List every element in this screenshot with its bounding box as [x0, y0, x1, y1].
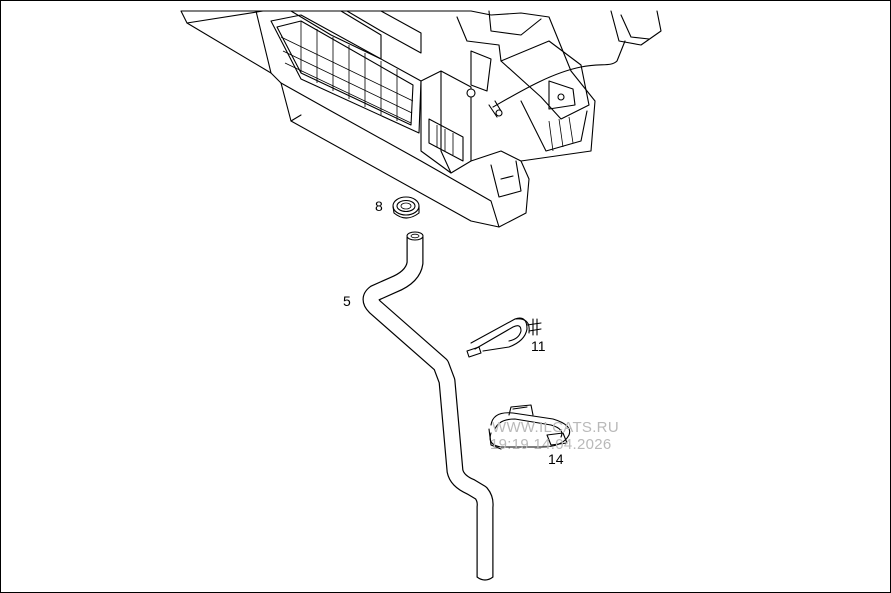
- watermark-line-2: 19:19 14.04.2026: [490, 436, 612, 453]
- watermark: WWW.ILCATS.RU 19:19 14.04.2026: [490, 419, 619, 453]
- watermark-line-1: WWW.ILCATS.RU: [492, 419, 619, 436]
- callout-hose[interactable]: 5: [343, 293, 351, 309]
- heater-housing-assembly: [180, 10, 662, 228]
- callout-grommet[interactable]: 8: [375, 198, 383, 214]
- drain-hose-part: [362, 231, 494, 581]
- callout-clamp-lower[interactable]: 14: [548, 451, 564, 467]
- clamp-lower-part: [488, 404, 571, 450]
- grommet-part: [392, 196, 420, 219]
- callout-clamp-upper[interactable]: 11: [531, 338, 546, 354]
- clamp-upper-part: [466, 317, 542, 358]
